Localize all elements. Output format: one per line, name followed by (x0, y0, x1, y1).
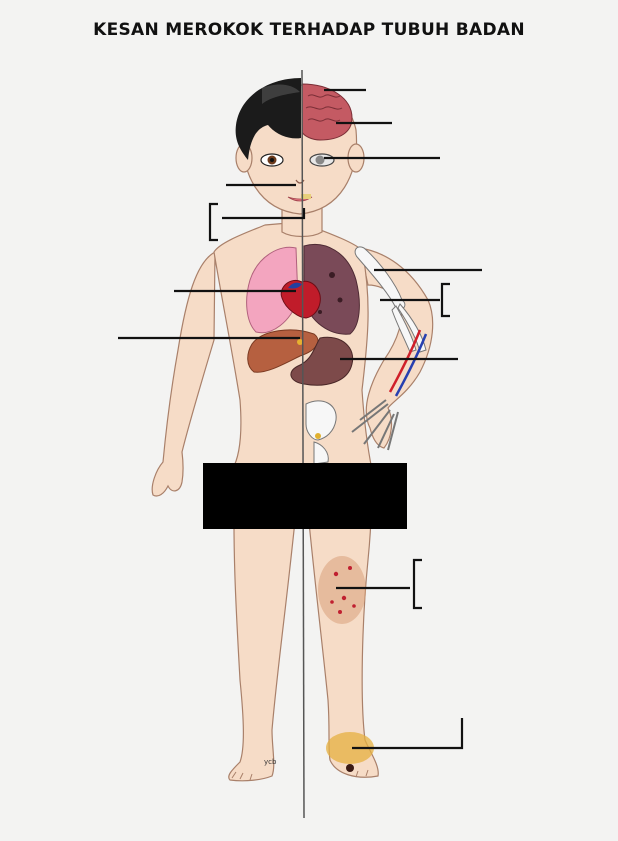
arm-bones (354, 246, 427, 353)
leader-lines (118, 88, 482, 750)
liver-spot (297, 339, 303, 345)
damaged-lung (303, 244, 360, 335)
lung-spot (329, 272, 335, 278)
bracket-arm-bones (440, 282, 450, 318)
left-toes (231, 771, 253, 781)
right-eye-damaged (309, 153, 335, 167)
foot-damage (326, 732, 374, 764)
diagram-title: KESAN MEROKOK TERHADAP TUBUH BADAN (93, 20, 525, 40)
center-divider-line (301, 69, 305, 819)
left-eye (260, 153, 284, 167)
teeth-damaged (301, 194, 311, 199)
mouth (287, 196, 313, 202)
lung-spot (318, 310, 322, 314)
pelvis-spot (315, 433, 321, 439)
nose (295, 179, 305, 184)
hair (235, 78, 301, 160)
heart-vessels (288, 282, 302, 289)
knee-damage (318, 556, 366, 624)
bracket-mouth-teeth (208, 202, 218, 242)
artery (388, 329, 422, 393)
pelvis-bone (305, 400, 337, 465)
bracket-knee (412, 558, 422, 610)
right-toes (355, 769, 369, 778)
lung-spot (337, 297, 343, 303)
left-leg (228, 467, 301, 782)
leader-mouth-teeth (222, 208, 306, 220)
hand-bones (351, 399, 399, 451)
body-silhouette (151, 84, 434, 782)
foot-wound (346, 764, 354, 772)
redaction-box (203, 463, 407, 529)
hair-highlight (262, 84, 300, 104)
left-arm (151, 250, 216, 497)
stomach (290, 336, 354, 386)
brain (301, 83, 353, 141)
leader-foot (352, 718, 464, 750)
artist-signature: ycb (264, 758, 277, 766)
vein (394, 333, 428, 397)
